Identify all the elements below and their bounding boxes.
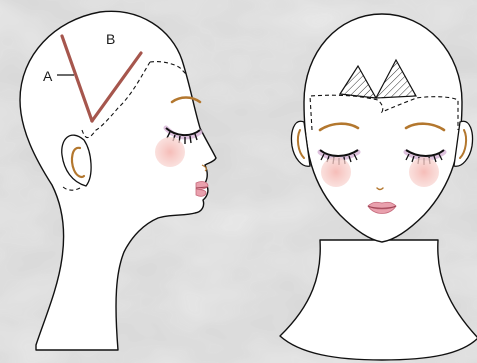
front-blush-left [321,157,351,187]
label-a: A [43,68,53,84]
label-b: B [106,31,115,47]
front-blush-right [409,157,439,187]
profile-blush [155,137,185,167]
